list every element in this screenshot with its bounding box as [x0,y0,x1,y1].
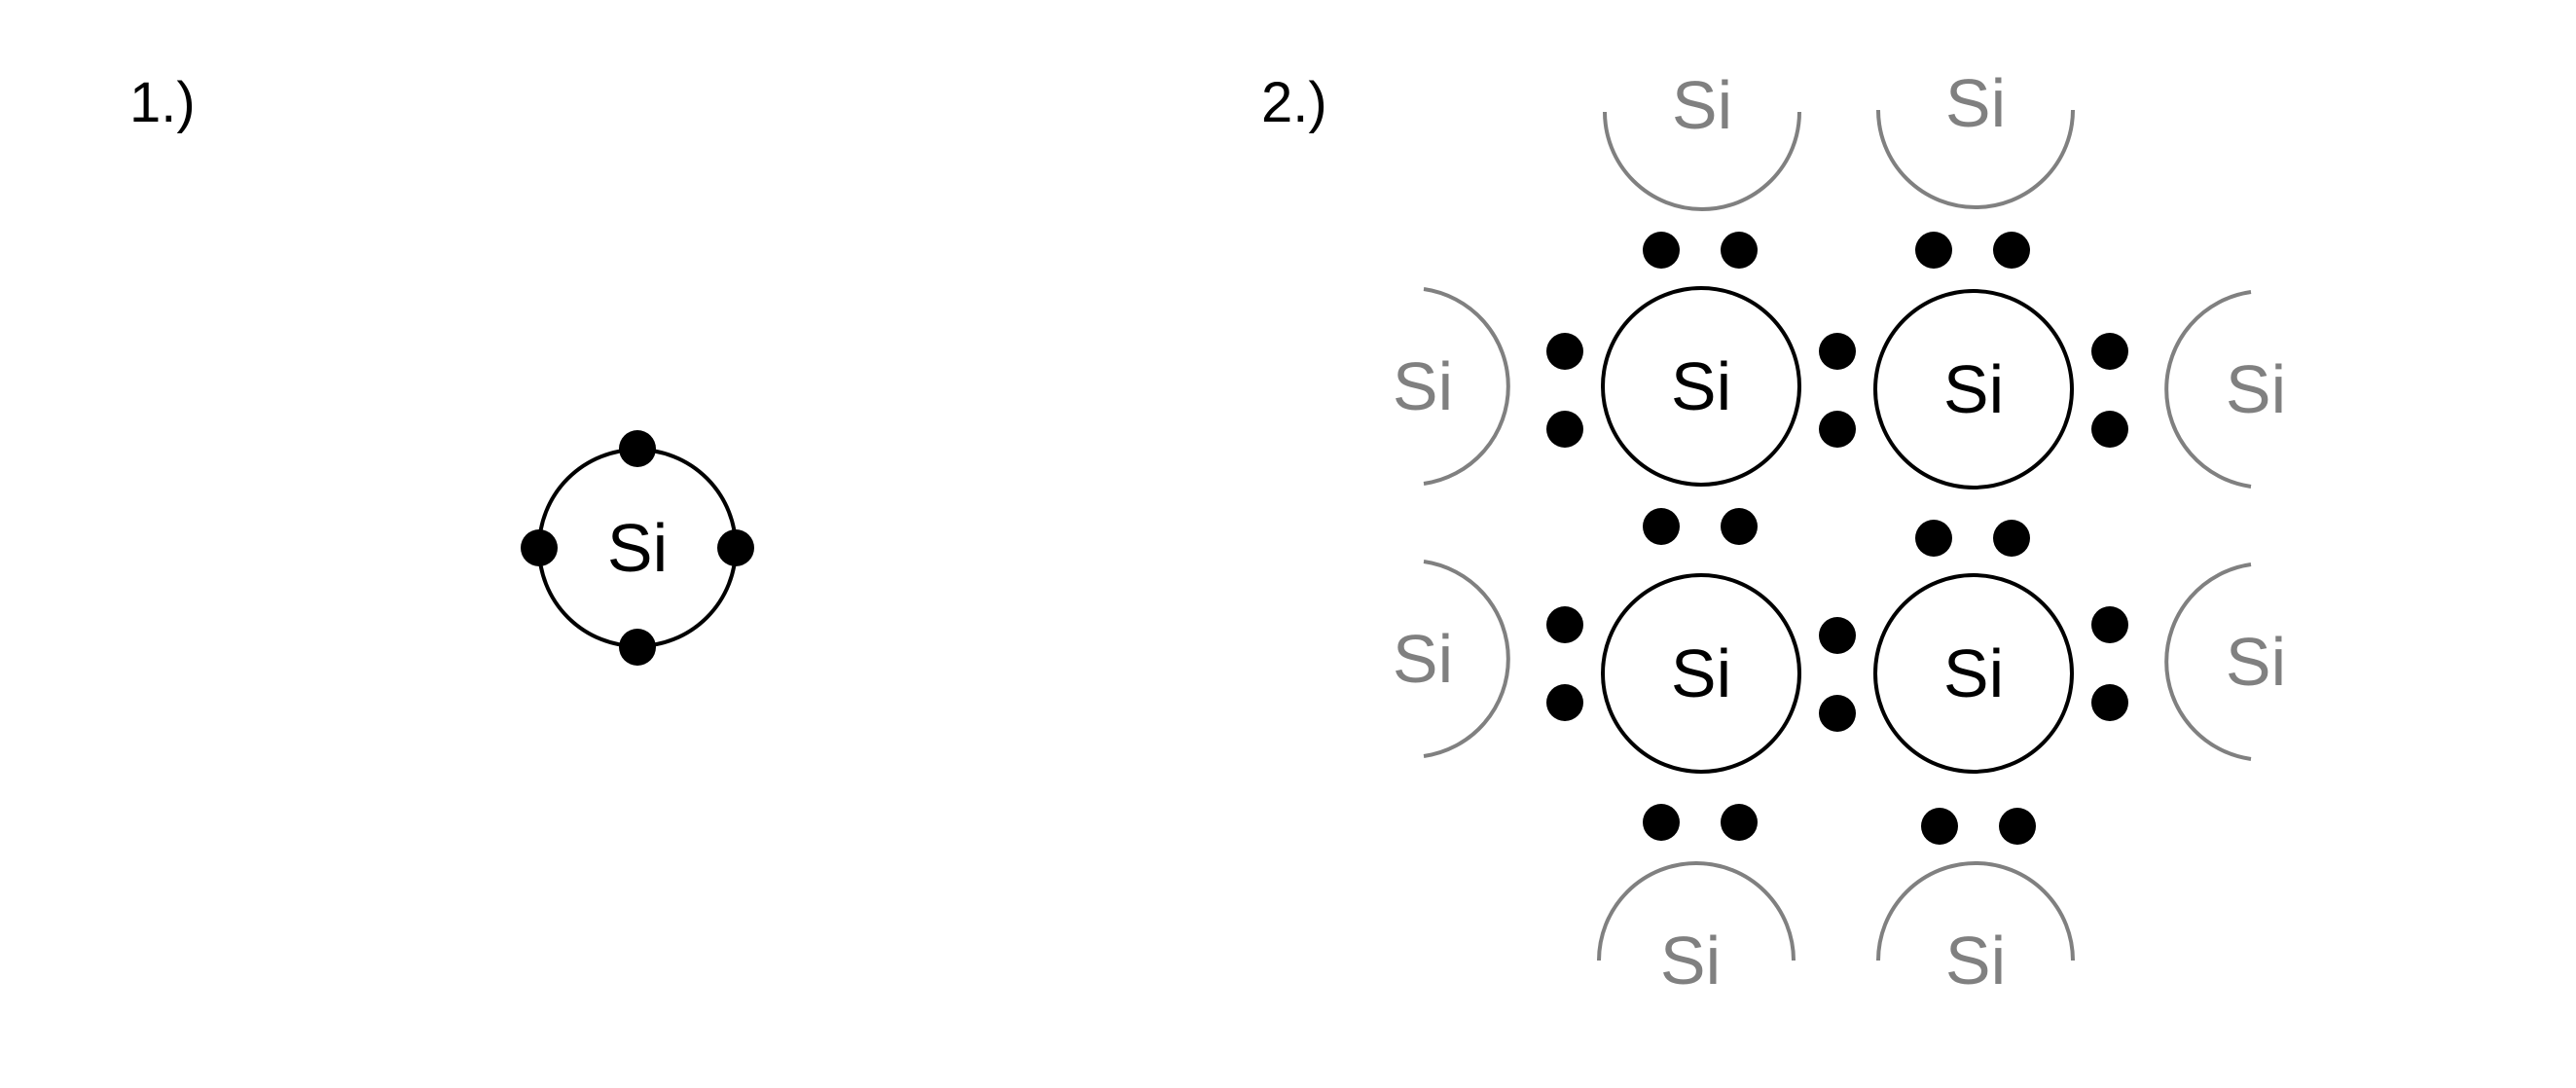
panel-2: 2.) Si Si Si Si Si Si Si [1261,65,2286,998]
electron [1993,520,2030,557]
neighbor-atom-symbol: Si [1945,923,2006,998]
central-atom-symbol: Si [1943,351,2004,427]
electron [2091,684,2128,721]
central-atom-circle [1601,286,1801,487]
electron [2091,411,2128,448]
electron-pair-vertical [1546,333,1583,448]
neighbor-atom-left-1: Si [1393,287,1510,486]
electron [1819,617,1856,654]
central-atom-symbol: Si [1671,348,1731,424]
electron-pair-horizontal [1921,808,2036,845]
panel-1-label: 1.) [129,71,196,134]
neighbor-atom-left-2: Si [1393,560,1510,758]
valence-electron-right [717,529,754,566]
electron-pair-horizontal [1915,232,2030,269]
electron [1643,804,1680,841]
neighbor-atom-symbol: Si [2226,624,2286,700]
electron [1993,232,2030,269]
single-atom-symbol: Si [607,510,668,586]
electron [1546,606,1583,643]
electron [1643,508,1680,545]
valence-electron-top [619,430,656,467]
electron-pair-vertical [1546,606,1583,721]
electron-pair-horizontal [1643,508,1758,545]
electron [1721,804,1758,841]
central-atom-circle [1873,289,2074,490]
electron [2091,606,2128,643]
electron [1915,520,1952,557]
neighbor-atom-right-1: Si [2164,290,2286,489]
electron [1819,411,1856,448]
neighbor-atom-arc [1603,111,1801,211]
valence-electron-bottom [619,629,656,666]
electron [1721,508,1758,545]
neighbor-atom-arc [1423,287,1510,486]
electron-pairs [1546,232,2128,845]
central-atom-circle [1873,573,2074,774]
neighbor-atom-symbol: Si [1393,621,1453,697]
neighbor-atom-symbol: Si [1393,348,1453,424]
neighbor-atom-top-1: Si [1603,67,1801,211]
electron-pair-vertical [2091,606,2128,721]
neighbor-atom-symbol: Si [1672,67,1732,143]
electron [1546,684,1583,721]
electron [1819,695,1856,732]
neighbor-atom-arc [1876,109,2075,209]
neighbor-atom-right-2: Si [2164,562,2286,761]
electron [1546,411,1583,448]
central-atom-bottom-left: Si [1601,573,1801,774]
electron [1721,232,1758,269]
neighbor-atom-symbol: Si [1945,65,2006,141]
neighbor-atom-bottom-1: Si [1597,861,1796,998]
neighbor-atom-arc [1876,861,2075,961]
electron-pair-vertical [1819,333,1856,448]
central-atom-symbol: Si [1671,635,1731,711]
valence-electron-left [521,529,558,566]
central-atom-top-left: Si [1601,286,1801,487]
panel-2-label: 2.) [1261,71,1327,134]
neighbor-atom-arc [2164,562,2252,761]
neighbor-atom-symbol: Si [2226,351,2286,427]
electron [1999,808,2036,845]
central-atom-top-right: Si [1873,289,2074,490]
central-atom-bottom-right: Si [1873,573,2074,774]
electron [2091,333,2128,370]
panel-1: 1.) Si [129,71,754,666]
electron-pair-vertical [2091,333,2128,448]
electron-pair-horizontal [1915,520,2030,557]
neighbor-atom-arc [1597,861,1796,961]
neighbor-atom-bottom-2: Si [1876,861,2075,998]
electron-pair-horizontal [1643,804,1758,841]
electron [1546,333,1583,370]
central-atom-circle [1601,573,1801,774]
electron [1915,232,1952,269]
electron [1921,808,1958,845]
neighbor-atom-arc [1423,560,1510,758]
central-atom-symbol: Si [1943,635,2004,711]
electron [1819,333,1856,370]
electron-pair-vertical [1819,617,1856,732]
electron-pair-horizontal [1643,232,1758,269]
neighbor-atom-top-2: Si [1876,65,2075,209]
electron [1643,232,1680,269]
neighbor-atom-symbol: Si [1660,923,1721,998]
neighbor-atom-arc [2164,290,2252,489]
